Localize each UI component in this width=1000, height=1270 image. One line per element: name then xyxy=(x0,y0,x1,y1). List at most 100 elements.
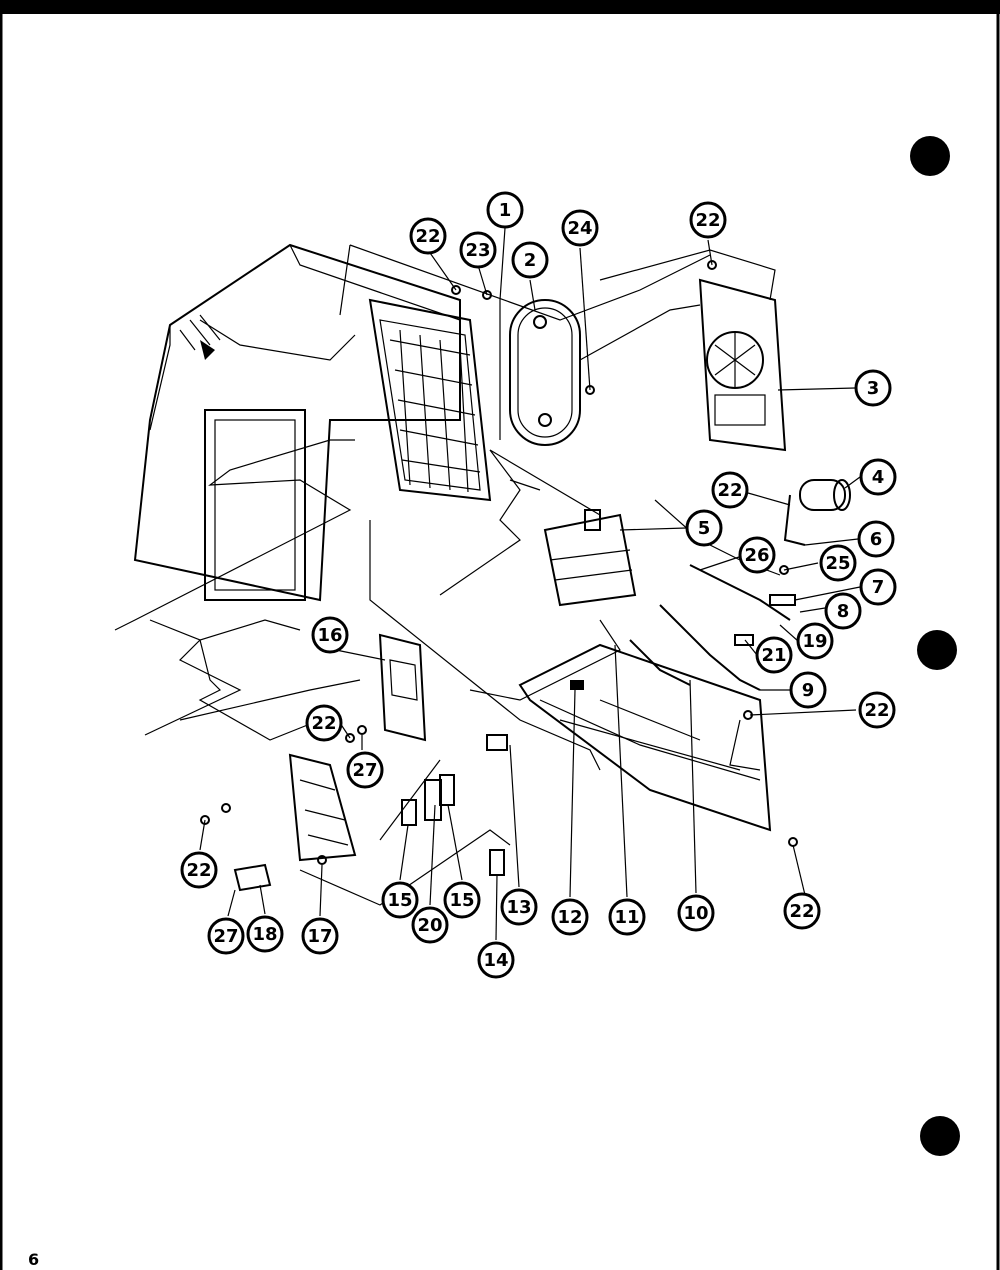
callout-15-right-label: 15 xyxy=(449,890,474,911)
callout-8: 8 xyxy=(824,592,862,630)
terminal-block xyxy=(769,594,796,606)
leader-lines xyxy=(114,244,781,906)
callout-15-right: 15 xyxy=(443,881,481,919)
callout-22-d-label: 22 xyxy=(864,700,889,721)
callout-26: 26 xyxy=(738,536,776,574)
callout-15-left: 15 xyxy=(381,881,419,919)
callout-1-label: 1 xyxy=(499,200,512,221)
callout-14: 14 xyxy=(477,941,515,979)
callout-4: 4 xyxy=(859,458,897,496)
callout-1: 1 xyxy=(486,191,524,229)
page-number: 6 xyxy=(28,1250,40,1269)
callout-23: 23 xyxy=(459,231,497,269)
callout-22-b-label: 22 xyxy=(695,210,720,231)
callout-22-a-label: 22 xyxy=(415,226,440,247)
binder-hole xyxy=(910,136,950,176)
callout-17-label: 17 xyxy=(307,926,332,947)
callout-3: 3 xyxy=(854,369,892,407)
switch xyxy=(424,779,442,821)
gasket xyxy=(509,299,581,446)
callout-5-label: 5 xyxy=(698,518,711,539)
callout-15-left-label: 15 xyxy=(387,890,412,911)
callout-21-label: 21 xyxy=(761,645,786,666)
callouts: 1 2 3 4 5 6 7 8 9 10 11 12 13 14 15 15 1… xyxy=(180,191,897,979)
callout-22-c-label: 22 xyxy=(717,480,742,501)
callout-11: 11 xyxy=(608,898,646,936)
oven-cabinet xyxy=(133,243,461,602)
callout-18-label: 18 xyxy=(252,924,277,945)
base-plate xyxy=(518,643,772,832)
wire-harness xyxy=(689,564,791,621)
callout-14-label: 14 xyxy=(483,950,508,971)
callout-2: 2 xyxy=(511,241,549,279)
callout-22-b: 22 xyxy=(689,201,727,239)
switch-lever xyxy=(233,863,272,892)
callout-20: 20 xyxy=(411,906,449,944)
callout-24: 24 xyxy=(561,209,599,247)
callout-18: 18 xyxy=(246,915,284,953)
callout-27-b: 27 xyxy=(207,917,245,955)
callout-25: 25 xyxy=(819,544,857,582)
callout-27-a: 27 xyxy=(346,751,384,789)
callout-5: 5 xyxy=(685,509,723,547)
callout-19-label: 19 xyxy=(802,631,827,652)
callout-20-label: 20 xyxy=(417,915,442,936)
screws xyxy=(200,260,798,865)
callout-13-label: 13 xyxy=(506,897,531,918)
callout-22-f: 22 xyxy=(180,851,218,889)
switch xyxy=(439,774,455,806)
top-border xyxy=(0,0,1000,14)
callout-22-c: 22 xyxy=(711,471,749,509)
callout-22-e: 22 xyxy=(305,704,343,742)
switch xyxy=(401,799,417,826)
switch xyxy=(489,849,505,876)
fan-motor-assembly xyxy=(698,278,787,452)
binder-hole xyxy=(917,630,957,670)
callout-leaders xyxy=(199,227,861,941)
switch-bracket xyxy=(378,633,427,742)
callout-2-label: 2 xyxy=(524,250,537,271)
callout-22-e-label: 22 xyxy=(311,713,336,734)
callout-10-label: 10 xyxy=(683,903,708,924)
wire-harness xyxy=(629,639,691,686)
transformer xyxy=(543,509,637,607)
callout-10: 10 xyxy=(677,894,715,932)
callout-4-label: 4 xyxy=(872,467,885,488)
interlock-bracket xyxy=(288,753,357,862)
callout-3-label: 3 xyxy=(867,378,880,399)
callout-6: 6 xyxy=(857,520,895,558)
callout-22-g: 22 xyxy=(783,892,821,930)
terminal xyxy=(734,634,754,646)
wire-harness xyxy=(659,604,761,691)
capacitor xyxy=(783,479,851,546)
callout-12: 12 xyxy=(551,898,589,936)
callout-26-label: 26 xyxy=(744,545,769,566)
callout-23-label: 23 xyxy=(465,240,490,261)
binder-hole xyxy=(920,1116,960,1156)
callout-11-label: 11 xyxy=(614,907,639,928)
callout-16-label: 16 xyxy=(317,625,342,646)
callout-27-a-label: 27 xyxy=(352,760,377,781)
callout-7: 7 xyxy=(859,568,897,606)
callout-7-label: 7 xyxy=(872,577,885,598)
door-panel xyxy=(368,298,492,502)
callout-24-label: 24 xyxy=(567,218,592,239)
callout-16: 16 xyxy=(311,616,349,654)
callout-13: 13 xyxy=(500,888,538,926)
callout-6-label: 6 xyxy=(870,529,883,550)
callout-12-label: 12 xyxy=(557,907,582,928)
callout-9: 9 xyxy=(789,671,827,709)
callout-9-label: 9 xyxy=(802,680,815,701)
callout-22-a: 22 xyxy=(409,217,447,255)
callout-22-f-label: 22 xyxy=(186,860,211,881)
callout-25-label: 25 xyxy=(825,553,850,574)
callout-21: 21 xyxy=(755,636,793,674)
callout-17: 17 xyxy=(301,917,339,955)
callout-22-d: 22 xyxy=(858,691,896,729)
switch xyxy=(486,734,508,751)
callout-8-label: 8 xyxy=(837,601,850,622)
callout-19: 19 xyxy=(796,622,834,660)
callout-22-g-label: 22 xyxy=(789,901,814,922)
